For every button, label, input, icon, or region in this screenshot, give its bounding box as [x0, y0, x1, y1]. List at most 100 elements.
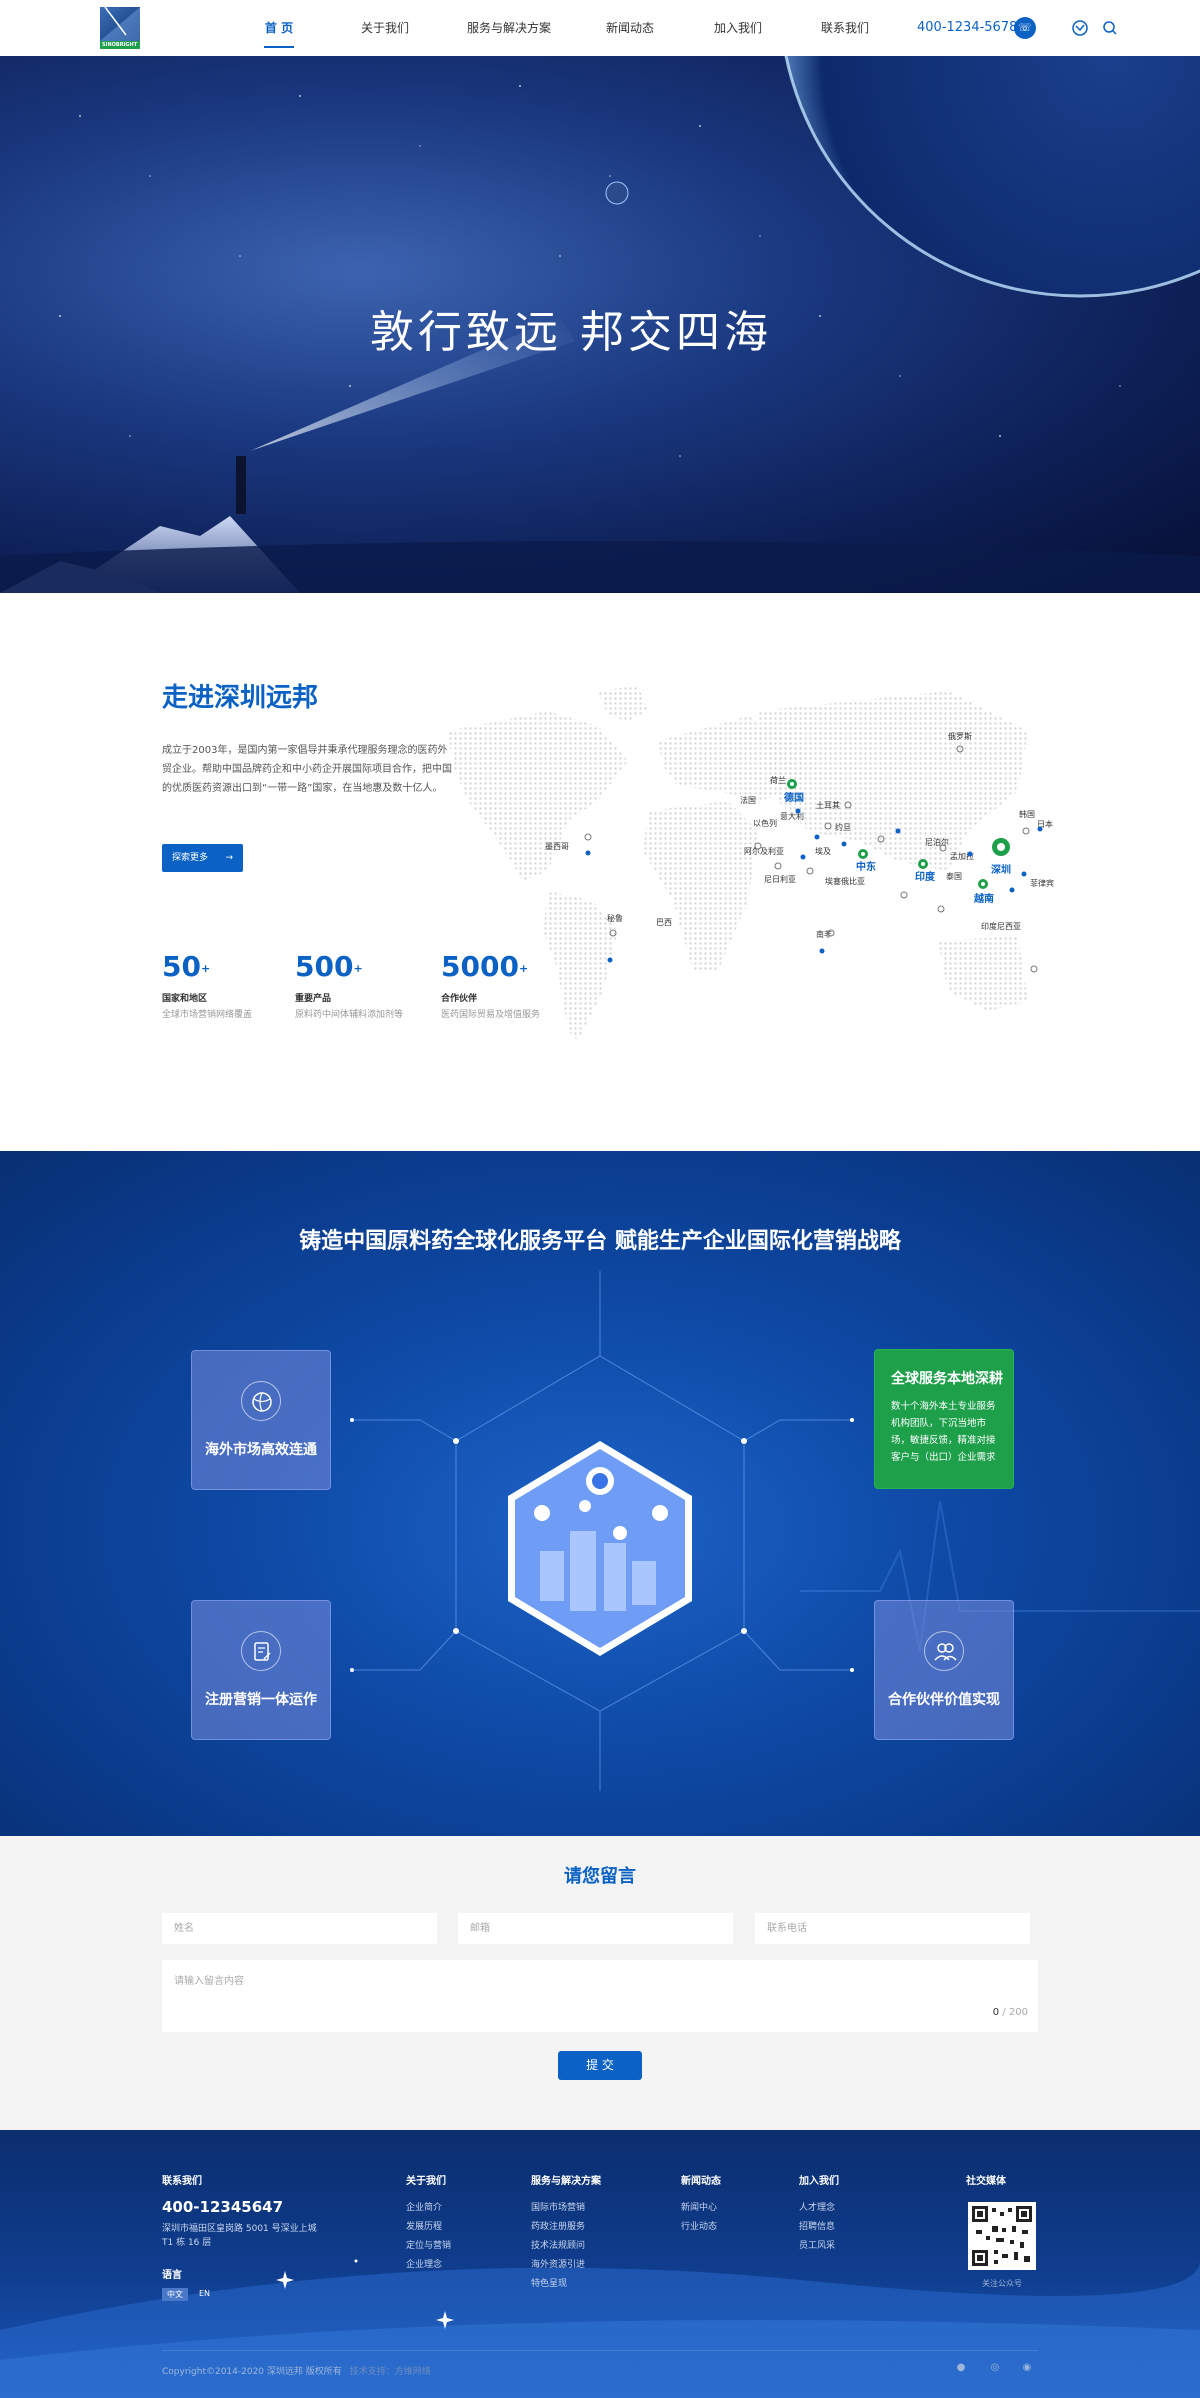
hero-background	[0, 56, 1200, 593]
footer-link[interactable]: 药政注册服务	[531, 2222, 586, 2232]
qq-icon[interactable]: ●	[956, 2362, 966, 2373]
map-city: 俄罗斯	[948, 732, 972, 741]
arrow-right-icon: →	[225, 853, 233, 863]
logo[interactable]: SINOBRIGHT	[100, 7, 140, 49]
wechat-icon[interactable]: ◎	[990, 2362, 1000, 2373]
footer-contact-title: 联系我们	[162, 2176, 202, 2187]
footer-link[interactable]: 定位与营销	[406, 2241, 452, 2251]
stat-countries: 50+ 国家和地区 全球市场营销网络覆盖	[162, 951, 253, 1021]
map-city: 阿尔及利亚	[744, 847, 784, 856]
map-pins	[584, 745, 1043, 973]
footer-address: 深圳市福田区皇岗路 5001 号深业上城 T1 栋 16 层	[162, 2224, 317, 2248]
card-global-service[interactable]: 全球服务本地深耕 数十个海外本土专业服务机构团队，下沉当地市场，敏捷反馈，精准对…	[874, 1349, 1014, 1489]
services-section: 铸造中国原料药全球化服务平台 赋能生产企业国际化营销战略 海外市场高效连通 全球…	[0, 1151, 1200, 1836]
map-city: 意大利	[780, 812, 804, 821]
nav-news[interactable]: 新闻动态	[605, 21, 654, 35]
email-input[interactable]: 邮箱	[458, 1913, 733, 1944]
nav-contact[interactable]: 联系我们	[820, 21, 869, 35]
content-textarea[interactable]: 请输入留言内容 0 / 200	[162, 1960, 1038, 2032]
nav-services[interactable]: 服务与解决方案	[467, 21, 552, 35]
map-city: 尼泊尔	[925, 838, 949, 847]
stat-label: 国家和地区	[162, 994, 208, 1004]
weibo-icon[interactable]: ◉	[1022, 2362, 1032, 2373]
map-city: 印度	[915, 872, 935, 883]
footer-col-services: 服务与解决方案 国际市场营销 药政注册服务 技术法规顾问 海外资源引进 特色呈现	[531, 2172, 601, 2294]
language-icon[interactable]	[1070, 18, 1090, 38]
name-input[interactable]: 姓名	[162, 1913, 437, 1944]
message-title: 请您留言	[564, 1866, 636, 1887]
map-city: 南非	[816, 930, 832, 939]
map-city: 泰国	[946, 872, 962, 881]
footer-link[interactable]: 新闻中心	[681, 2203, 718, 2213]
footer-link[interactable]: 员工风采	[799, 2241, 836, 2251]
card-title: 海外市场高效连通	[205, 1442, 317, 1458]
footer-language-title: 语言	[162, 2270, 182, 2281]
nav-home[interactable]: 首 页	[264, 0, 294, 56]
stat-number: 500	[295, 950, 354, 983]
footer-link[interactable]: 发展历程	[406, 2222, 443, 2232]
lang-en-button[interactable]: EN	[199, 2289, 211, 2298]
nav-about[interactable]: 关于我们	[360, 21, 409, 35]
about-description: 成立于2003年，是国内第一家倡导并秉承代理服务理念的医药外贸企业。帮助中国品牌…	[162, 745, 452, 794]
footer-link[interactable]: 招聘信息	[799, 2222, 836, 2232]
footer-link[interactable]: 技术法规顾问	[531, 2241, 586, 2251]
map-city: 印度尼西亚	[981, 922, 1021, 931]
footer-phone[interactable]: 400-12345647	[162, 2198, 284, 2216]
map-city: 埃及	[815, 847, 831, 856]
site-footer: 联系我们 400-12345647 深圳市福田区皇岗路 5001 号深业上城 T…	[0, 2130, 1200, 2398]
char-count-current: 0	[992, 2007, 1000, 2018]
card-overseas-market[interactable]: 海外市场高效连通	[191, 1350, 331, 1490]
map-city: 韩国	[1019, 810, 1035, 819]
submit-button[interactable]: 提 交	[558, 2051, 642, 2080]
stat-plus: +	[200, 962, 211, 975]
stat-label: 合作伙伴	[441, 994, 478, 1004]
footer-col-title: 新闻动态	[681, 2176, 721, 2187]
message-section: 请您留言 姓名 邮箱 联系电话 请输入留言内容 0 / 200 提 交	[0, 1836, 1200, 2130]
footer-link[interactable]: 特色呈现	[531, 2279, 568, 2289]
map-city: 以色列	[753, 819, 777, 828]
footer-social-title: 社交媒体	[966, 2176, 1006, 2187]
nav-join[interactable]: 加入我们	[713, 21, 762, 35]
map-city: 孟加拉	[950, 852, 974, 861]
hero-banner: 敦行致远 邦交四海	[0, 56, 1200, 593]
card-description: 数十个海外本土专业服务机构团队，下沉当地市场，敏捷反馈，精准对接客户与（出口）企…	[891, 1401, 996, 1463]
map-city: 日本	[1037, 820, 1053, 829]
char-count-max: / 200	[999, 2007, 1028, 2018]
footer-link[interactable]: 行业动态	[681, 2222, 718, 2232]
tech-support-link[interactable]: 技术支持：方维网络	[349, 2367, 431, 2377]
copyright-text: Copyright©2014-2020 深圳远邦 版权所有	[162, 2367, 342, 2377]
logo-text: SINOBRIGHT	[102, 42, 138, 48]
footer-background	[0, 2259, 1200, 2398]
footer-link[interactable]: 企业理念	[406, 2260, 443, 2270]
explore-more-button[interactable]: 探索更多→	[162, 844, 243, 872]
copyright: Copyright©2014-2020 深圳远邦 版权所有技术支持：方维网络	[162, 2364, 431, 2377]
lang-zh-button[interactable]: 中文	[162, 2288, 188, 2301]
phone-icon[interactable]: ☏	[1014, 17, 1036, 39]
stat-sub: 原料药中间体辅料添加剂等	[295, 1010, 404, 1020]
card-registration-marketing[interactable]: 注册营销一体运作	[191, 1600, 331, 1740]
map-city: 菲律宾	[1030, 879, 1054, 888]
map-city: 约旦	[835, 823, 851, 832]
search-icon[interactable]	[1100, 18, 1120, 38]
map-city: 法国	[740, 796, 756, 805]
stat-plus: +	[353, 962, 363, 975]
footer-link[interactable]: 企业简介	[406, 2203, 443, 2213]
globe-icon	[241, 1381, 281, 1421]
map-city: 深圳	[991, 865, 1011, 876]
stat-sub: 全球市场营销网络覆盖	[162, 1010, 253, 1020]
stat-sub: 医药国际贸易及增值服务	[441, 1010, 541, 1020]
footer-link[interactable]: 人才理念	[799, 2203, 836, 2213]
footer-contact: 联系我们	[162, 2172, 202, 2199]
stat-products: 500+ 重要产品 原料药中间体辅料添加剂等	[295, 950, 404, 1021]
map-city: 荷兰	[770, 776, 786, 785]
header-phone[interactable]: 400-1234-5678	[917, 20, 1018, 35]
card-partner-value[interactable]: 合作伙伴价值实现	[874, 1600, 1014, 1740]
qr-code-image	[972, 2206, 1032, 2266]
footer-col-title: 关于我们	[406, 2176, 446, 2187]
card-title: 全球服务本地深耕	[891, 1371, 1003, 1387]
footer-link[interactable]: 国际市场营销	[531, 2203, 586, 2213]
phone-input[interactable]: 联系电话	[755, 1913, 1030, 1944]
services-background	[350, 1271, 1200, 1791]
footer-link[interactable]: 海外资源引进	[531, 2260, 586, 2270]
footer-divider	[162, 2350, 1038, 2351]
